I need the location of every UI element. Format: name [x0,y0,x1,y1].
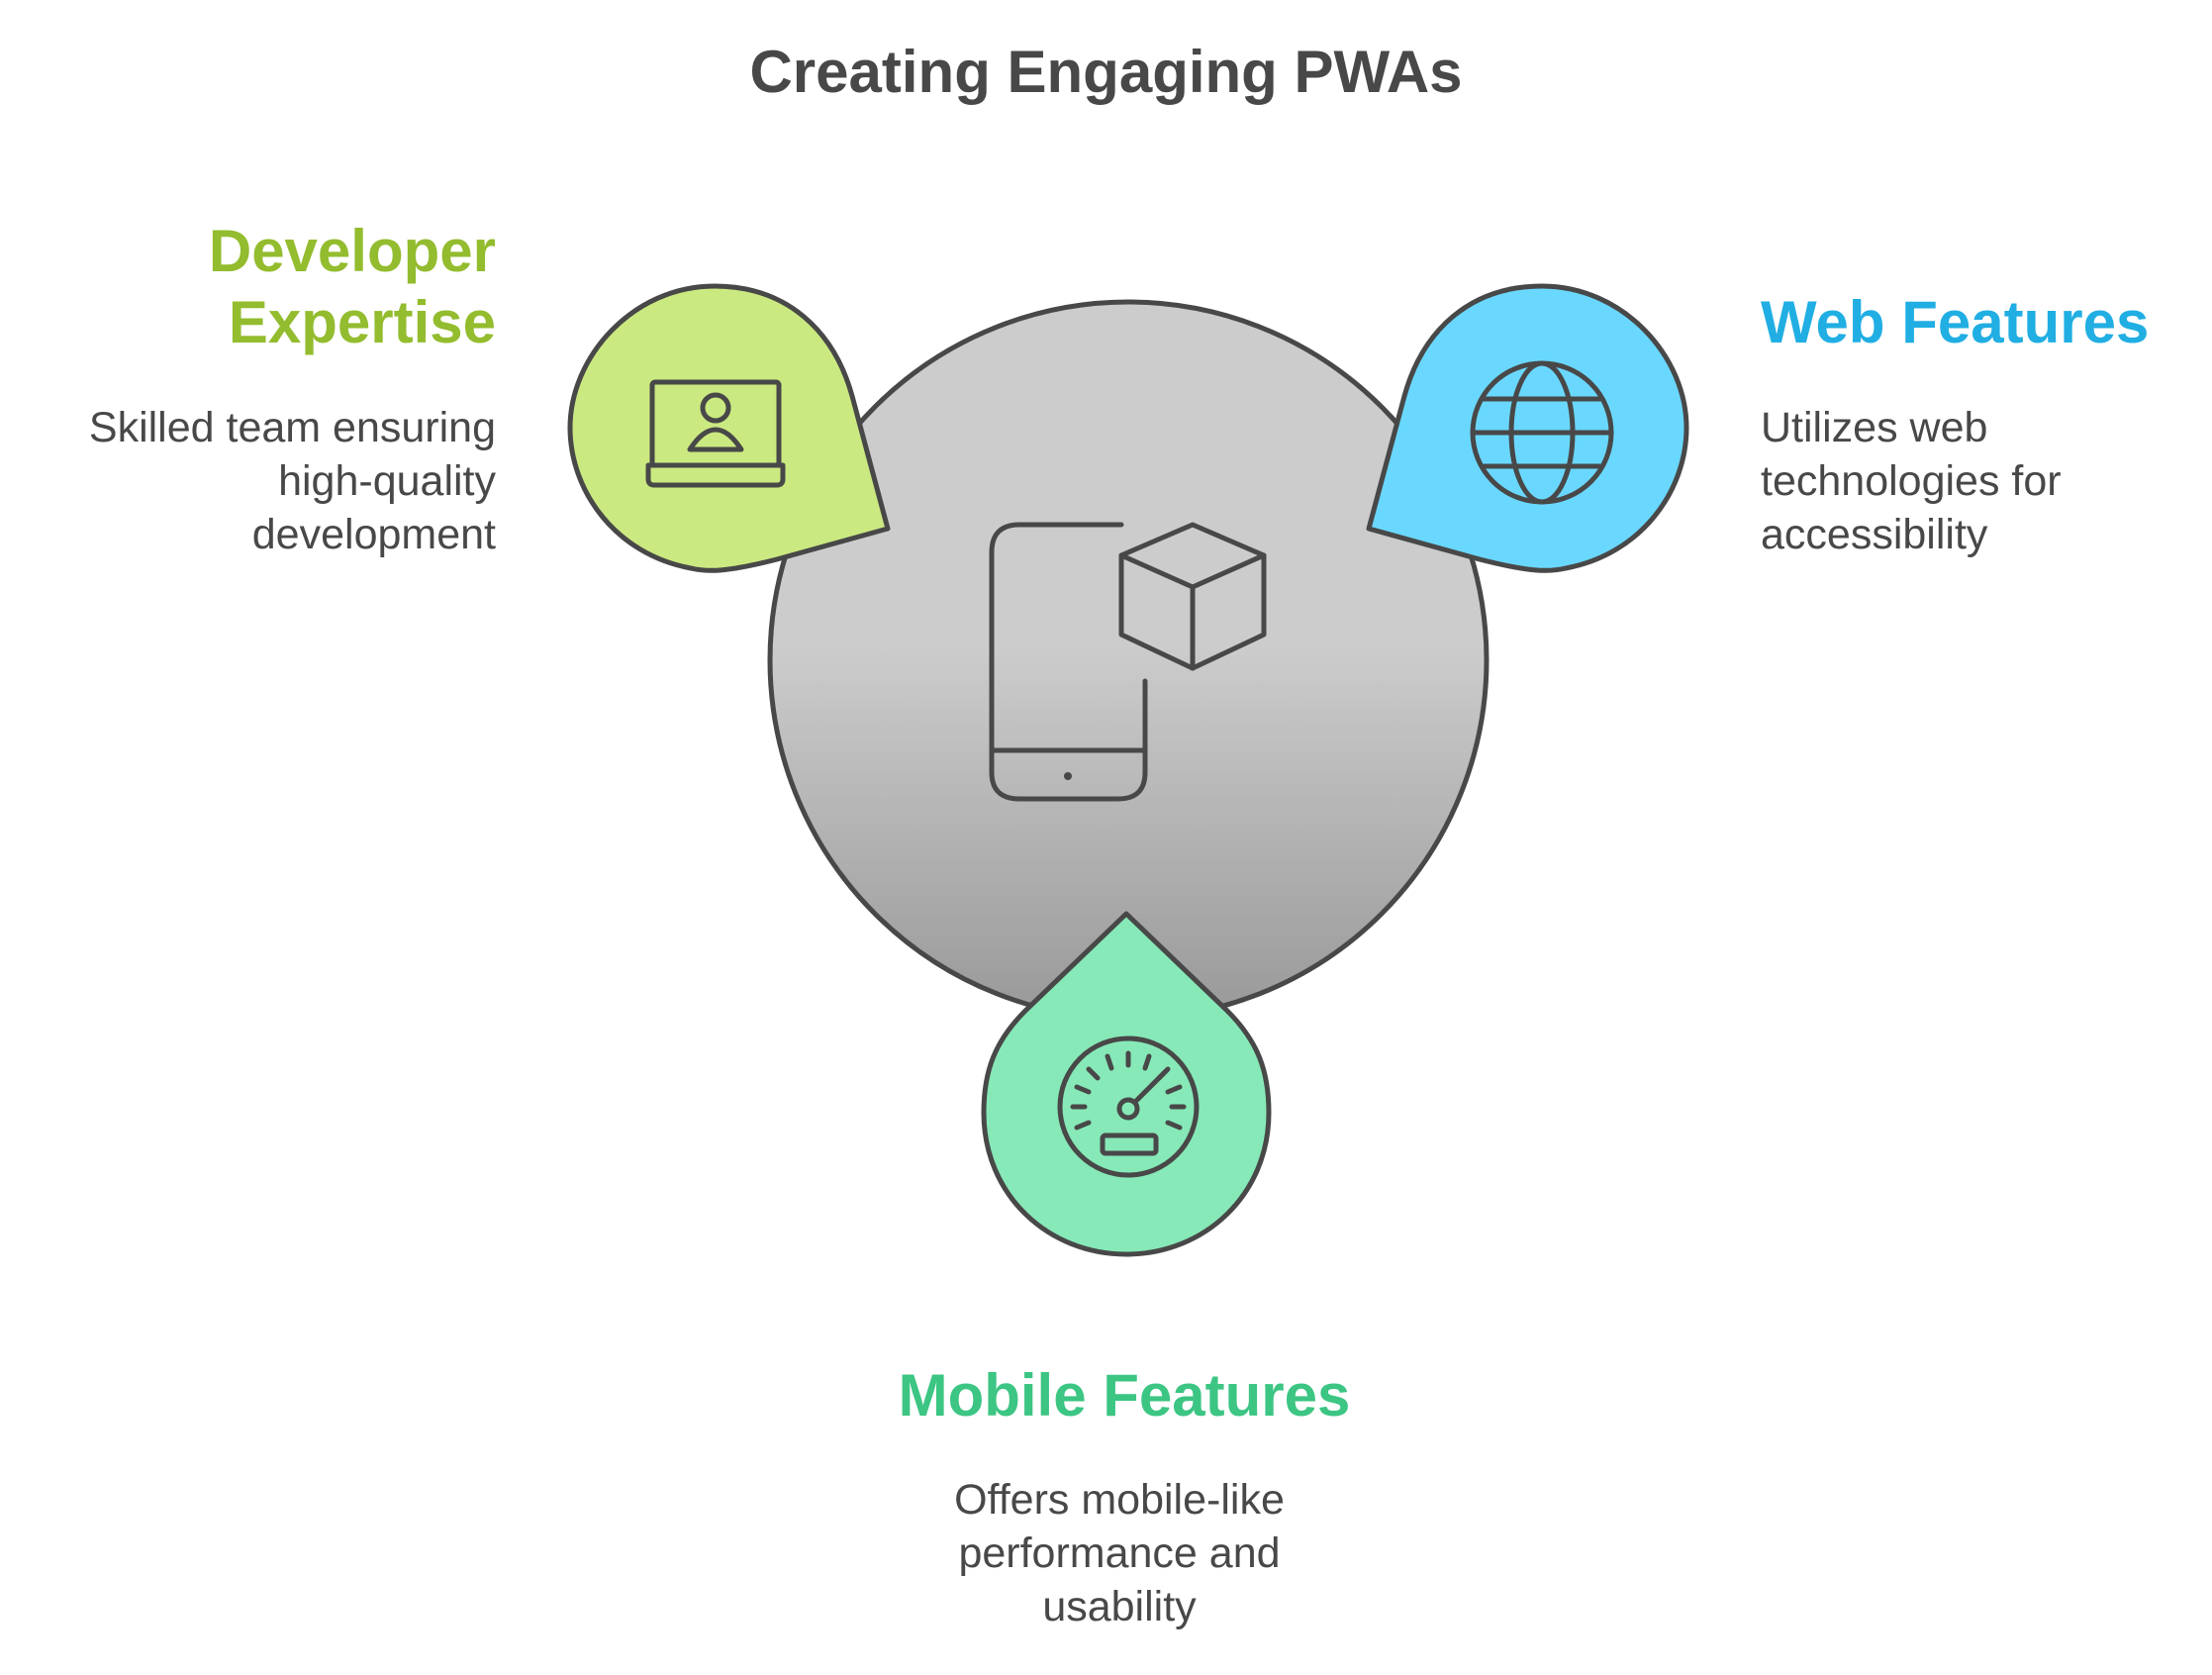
web-features-description: Utilizes web technologies for accessibil… [1761,404,2062,558]
web-features-heading: Web Features [1761,289,2150,355]
center-circle [767,299,1490,1022]
mobile-features-heading: Mobile Features [898,1362,1351,1429]
mobile-app-icon [989,522,1267,802]
speedometer-icon [1057,1035,1200,1178]
globe-icon [1470,360,1614,505]
mobile-features-description: Offers mobile-like performance and usabi… [954,1476,1285,1630]
web-pin [1366,283,1689,573]
developer-expertise-description: Skilled team ensuring high-quality devel… [88,404,496,558]
laptop-user-icon [645,379,786,488]
developer-expertise-heading: Developer Expertise [208,218,496,355]
mobile-pin [981,911,1272,1257]
developer-pin [567,283,891,573]
diagram-title: Creating Engaging PWAs [749,39,1463,105]
